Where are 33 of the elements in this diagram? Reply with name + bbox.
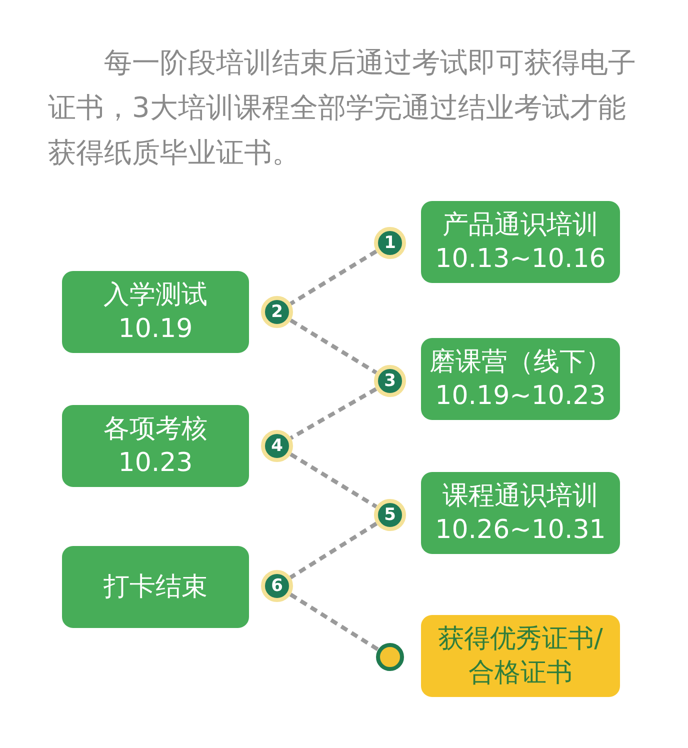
dotted-connector (290, 452, 378, 508)
stage-box (421, 201, 620, 283)
step-number-circle: 6 (261, 570, 293, 602)
stage-title: 磨课营（线下） (430, 346, 612, 379)
stage-box (62, 546, 249, 628)
end-point-circle (376, 643, 404, 671)
stage-title: 打卡结束 (104, 571, 208, 604)
dotted-connector (290, 250, 378, 306)
step-number-circle: 5 (374, 499, 406, 531)
stage-date: 10.19 (118, 313, 193, 346)
step-number-circle: 2 (261, 296, 293, 328)
intro-paragraph: 每一阶段培训结束后通过考试即可获得电子证书，3大培训课程全部学完通过结业考试才能获得纸质毕业证书。 (48, 45, 637, 171)
stage-date: 10.23 (118, 447, 193, 480)
stage-box (421, 338, 620, 420)
stage-title: 产品通识培训 (442, 209, 598, 242)
step-number-circle: 1 (374, 227, 406, 259)
dotted-connector (290, 318, 378, 374)
step-number-circle: 4 (261, 430, 293, 462)
dotted-connector (290, 387, 378, 440)
stage-title: 课程通识培训 (442, 480, 598, 513)
stage-box (421, 472, 620, 554)
result-text: 获得优秀证书/合格证书 (437, 623, 604, 690)
stage-title: 入学测试 (104, 279, 208, 312)
dotted-connector (289, 522, 378, 580)
stage-date: 10.19~10.23 (435, 380, 606, 413)
step-number-circle: 3 (374, 365, 406, 397)
dotted-connector (289, 592, 380, 652)
stage-title: 各项考核 (104, 413, 208, 446)
stage-box (62, 271, 249, 353)
stage-date: 10.13~10.16 (435, 243, 606, 276)
stage-box (62, 405, 249, 487)
result-box (421, 615, 620, 697)
stage-date: 10.26~10.31 (435, 514, 606, 547)
